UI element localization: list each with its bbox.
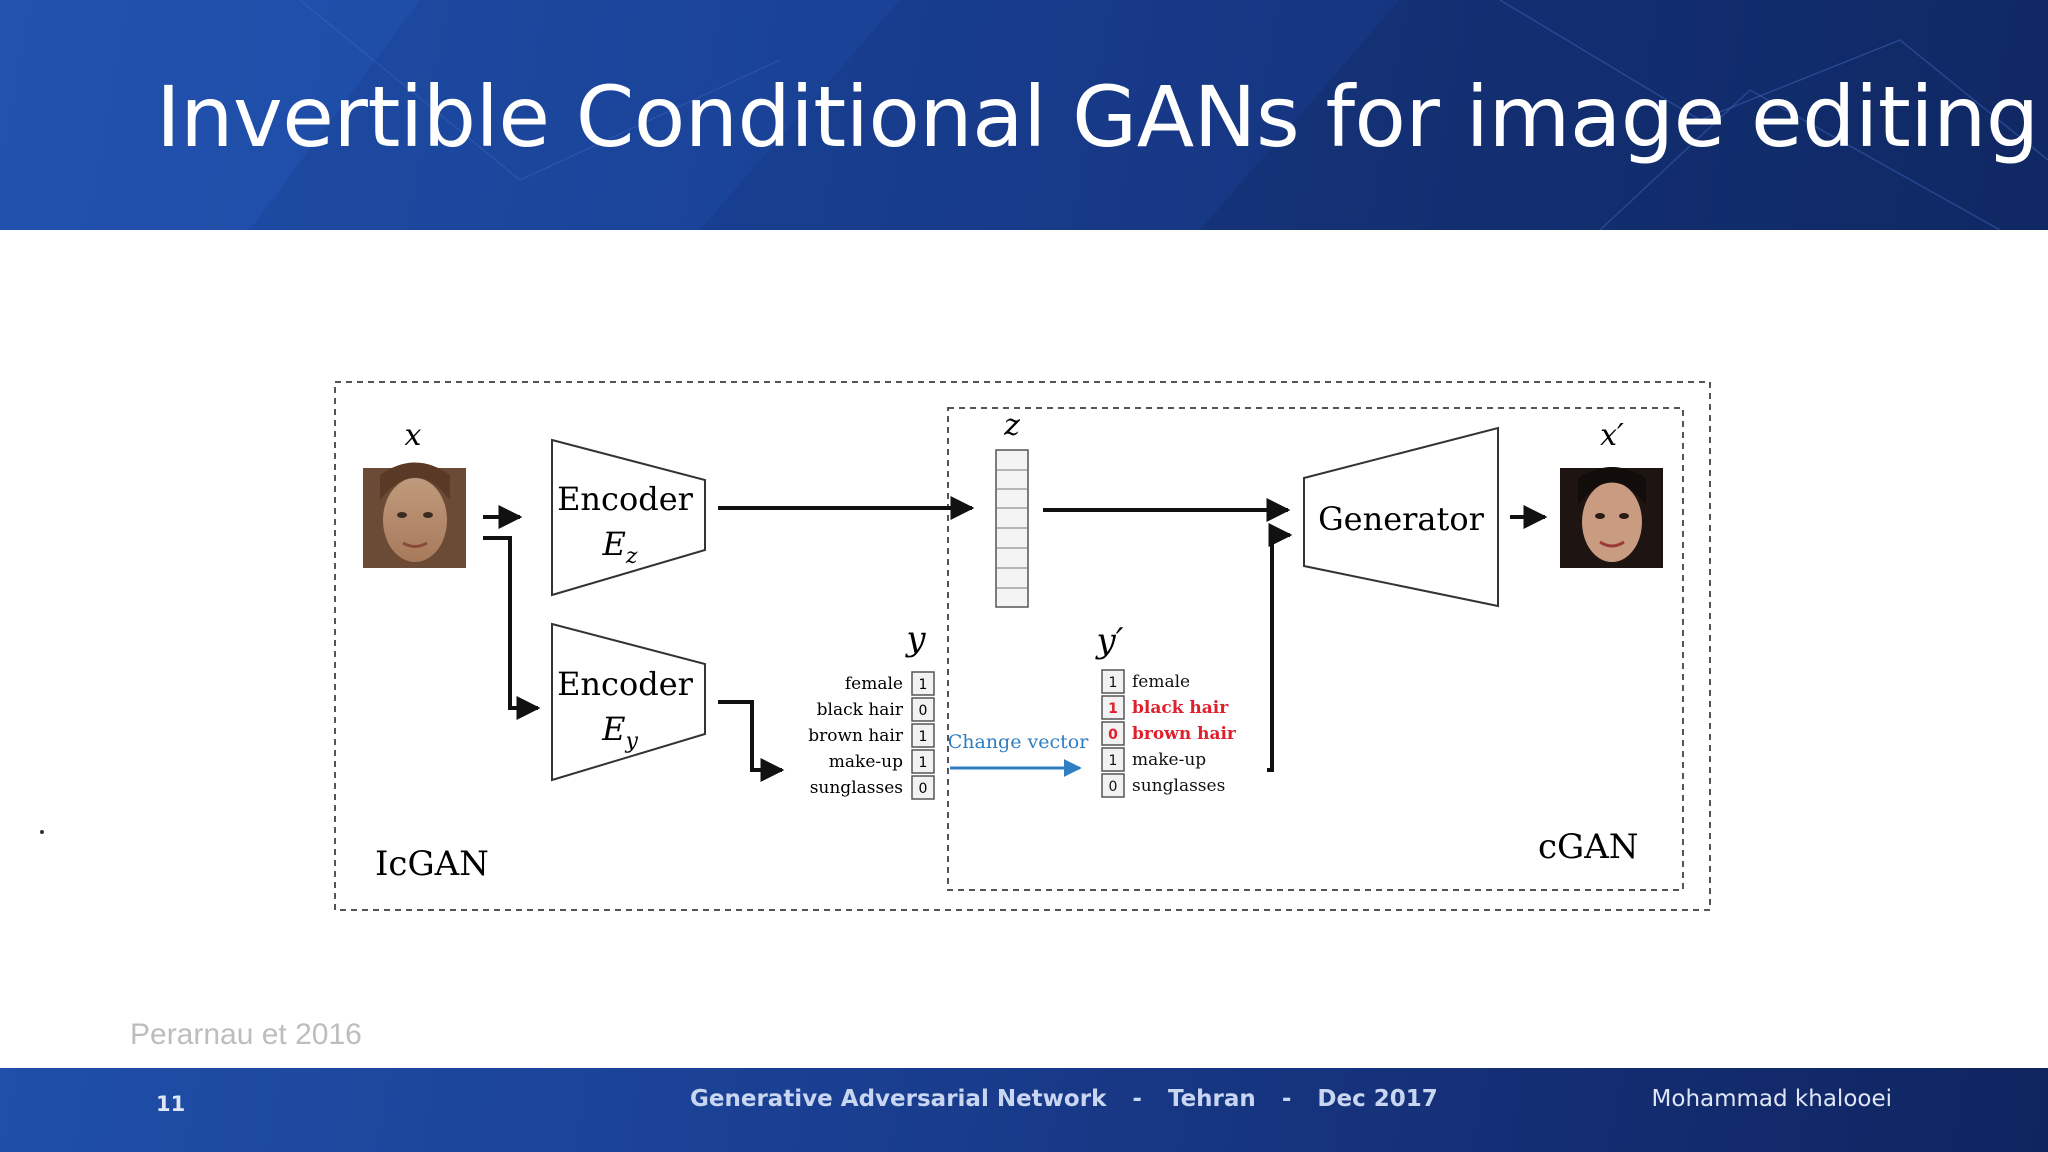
y-attribute-label: sunglasses — [810, 778, 903, 798]
y-attribute-value: 1 — [919, 729, 928, 745]
yprime-attribute-row: 1 female — [1101, 669, 1190, 694]
change-vector-label: Change vector — [948, 731, 1089, 753]
slide-title: Invertible Conditional GANs for image ed… — [156, 68, 2039, 166]
slide-header: Invertible Conditional GANs for image ed… — [0, 0, 2048, 230]
y-attribute-cell — [911, 671, 935, 696]
z-vector — [995, 449, 1029, 608]
footer-caption: Generative Adversarial Network - Tehran … — [690, 1086, 1456, 1112]
footer-topic: Generative Adversarial Network — [690, 1086, 1107, 1112]
y-attribute-value: 1 — [919, 755, 928, 771]
cgan-label: cGAN — [1538, 827, 1639, 867]
arrow-encoder-y-to-y — [718, 700, 785, 782]
y-attribute-cell — [911, 723, 935, 748]
footer-separator: - — [1281, 1086, 1292, 1112]
footer-location: Tehran — [1167, 1086, 1256, 1112]
y-attribute-row: sunglasses 0 — [810, 775, 935, 800]
y-attribute-value: 0 — [919, 703, 928, 719]
yprime-attribute-cell — [1101, 669, 1125, 694]
yprime-label: y′ — [1095, 621, 1124, 661]
yprime-attribute-value: 0 — [1109, 779, 1118, 795]
icgan-diagram: x Encoder Ez Encoder Ey z — [320, 370, 1720, 930]
yprime-attribute-label: black hair — [1132, 698, 1229, 718]
footer-date: Dec 2017 — [1317, 1086, 1438, 1112]
y-attribute-label: brown hair — [808, 726, 904, 746]
y-attribute-cell — [911, 697, 935, 722]
yprime-attribute-label: sunglasses — [1132, 776, 1225, 796]
input-face-image — [363, 462, 466, 568]
slide-number: 11 — [156, 1092, 186, 1116]
icgan-label: IcGAN — [375, 844, 489, 884]
encoder-y-symbol: Ey — [601, 710, 638, 754]
y-attribute-vector: female 1 black hair 0 brown hair 1 make-up 1 sun… — [808, 671, 935, 800]
stray-dot — [40, 830, 44, 834]
yprime-attribute-value: 0 — [1108, 727, 1118, 743]
yprime-attribute-vector: 1 female 1 black hair 0 brown hair 1 make-up 0 su… — [1101, 669, 1237, 798]
yprime-attribute-row: 1 make-up — [1101, 747, 1206, 772]
input-label: x — [405, 418, 422, 453]
y-attribute-row: make-up 1 — [829, 749, 935, 774]
footer-separator: - — [1132, 1086, 1142, 1112]
header-background-pattern — [0, 0, 2048, 230]
y-attribute-cell — [911, 775, 935, 800]
slide-footer: 11 Generative Adversarial Network - Tehr… — [0, 1068, 2048, 1152]
output-face-image — [1560, 467, 1663, 568]
cgan-boundary — [947, 407, 1684, 891]
y-attribute-value: 1 — [919, 677, 928, 693]
y-attribute-row: brown hair 1 — [808, 723, 935, 748]
yprime-attribute-label: make-up — [1132, 750, 1206, 770]
y-attribute-row: female 1 — [845, 671, 935, 696]
footer-author: Mohammad khalooei — [1651, 1086, 1892, 1112]
y-label: y — [904, 619, 926, 659]
yprime-attribute-cell — [1101, 747, 1125, 772]
arrow-x-to-encoder-y — [483, 536, 541, 720]
arrow-yprime-to-generator — [1267, 523, 1293, 772]
y-attribute-label: female — [845, 674, 903, 694]
encoder-z-symbol: Ez — [602, 525, 638, 569]
encoder-z-block — [551, 438, 706, 597]
yprime-attribute-label: female — [1132, 672, 1190, 692]
generator-block — [1303, 426, 1499, 608]
encoder-y-block — [551, 622, 706, 782]
yprime-attribute-cell — [1101, 721, 1125, 746]
yprime-attribute-label: brown hair — [1132, 724, 1237, 744]
z-label: z — [1003, 408, 1020, 443]
yprime-attribute-cell — [1101, 773, 1125, 798]
encoder-z-name: Encoder — [557, 480, 694, 518]
y-attribute-value: 0 — [919, 781, 928, 797]
yprime-attribute-row: 0 sunglasses — [1101, 773, 1225, 798]
yprime-attribute-value: 1 — [1108, 701, 1118, 717]
yprime-attribute-cell — [1101, 695, 1125, 720]
yprime-attribute-value: 1 — [1109, 675, 1118, 691]
generator-label: Generator — [1318, 500, 1485, 538]
yprime-attribute-row: 0 brown hair — [1101, 721, 1237, 746]
diagram-svg: x Encoder Ez Encoder Ey z — [334, 381, 1711, 911]
y-attribute-label: black hair — [817, 700, 904, 720]
output-label: x′ — [1600, 418, 1624, 453]
citation: Perarnau et 2016 — [130, 1018, 362, 1051]
encoder-y-name: Encoder — [557, 665, 694, 703]
yprime-attribute-row: 1 black hair — [1101, 695, 1229, 720]
y-attribute-label: make-up — [829, 752, 903, 772]
y-attribute-row: black hair 0 — [817, 697, 935, 722]
icgan-boundary — [334, 381, 1711, 911]
yprime-attribute-value: 1 — [1109, 753, 1118, 769]
y-attribute-cell — [911, 749, 935, 774]
